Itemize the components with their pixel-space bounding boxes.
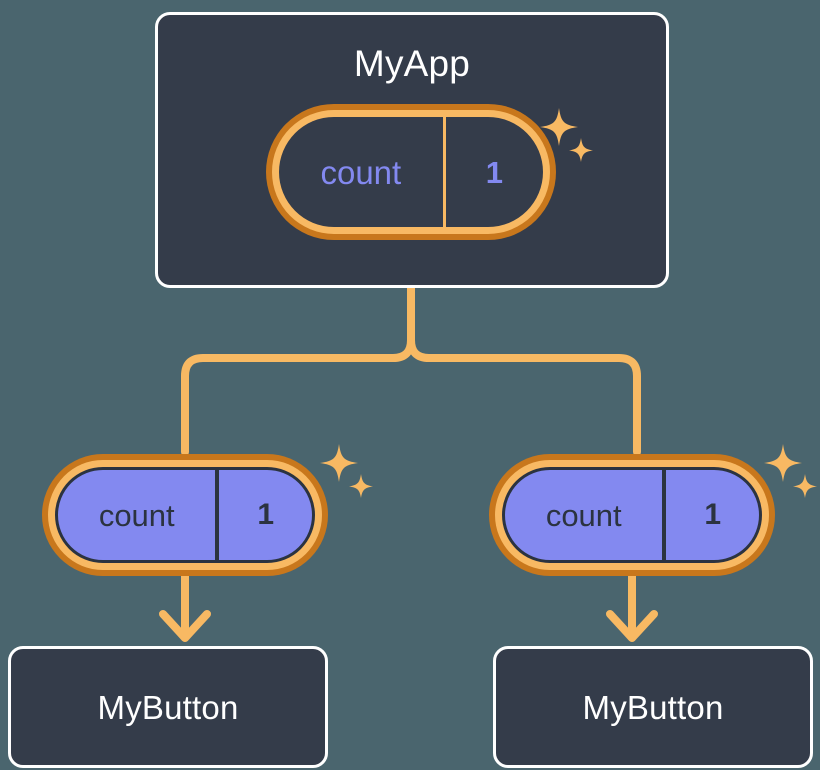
state-pill-root[interactable]: count 1 bbox=[266, 104, 556, 240]
connector-root-to-right bbox=[407, 284, 641, 456]
component-card-mybutton-right[interactable]: MyButton bbox=[493, 646, 813, 768]
component-title-mybutton-right: MyButton bbox=[582, 688, 724, 726]
state-pill-root-key: count bbox=[320, 153, 402, 191]
sparkle-icon bbox=[320, 444, 373, 498]
state-pill-child-left-ring: count 1 bbox=[48, 460, 322, 570]
state-pill-child-left-value: 1 bbox=[215, 470, 312, 560]
state-pill-child-left-body: count 1 bbox=[55, 467, 315, 563]
state-pill-root-ring: count 1 bbox=[272, 110, 550, 234]
state-pill-child-right-body: count 1 bbox=[502, 467, 762, 563]
state-pill-child-right-value: 1 bbox=[662, 470, 759, 560]
arrow-head-right bbox=[606, 610, 658, 642]
component-card-mybutton-left[interactable]: MyButton bbox=[8, 646, 328, 768]
state-pill-child-right-key: count bbox=[545, 497, 622, 533]
state-pill-child-right[interactable]: count 1 bbox=[489, 454, 775, 576]
state-pill-child-left-key: count bbox=[98, 497, 175, 533]
state-pill-root-value: 1 bbox=[442, 117, 543, 227]
connector-root-to-left bbox=[181, 284, 415, 456]
component-title-mybutton-left: MyButton bbox=[97, 688, 239, 726]
state-pill-root-body: count 1 bbox=[279, 117, 543, 227]
component-title-myapp: MyApp bbox=[353, 43, 471, 84]
arrow-head-left bbox=[159, 610, 211, 642]
state-pill-child-left[interactable]: count 1 bbox=[42, 454, 328, 576]
state-pill-child-right-ring: count 1 bbox=[495, 460, 769, 570]
